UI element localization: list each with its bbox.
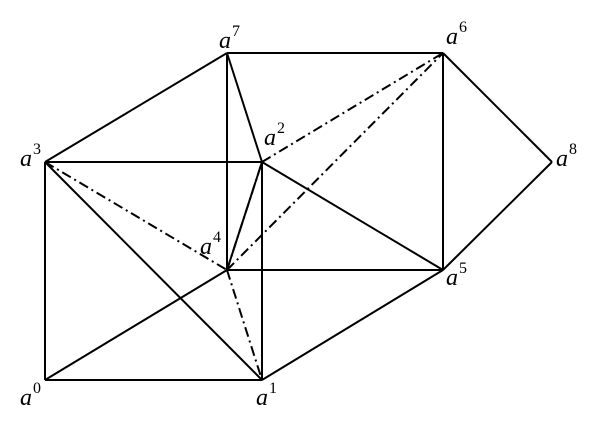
- vertex-label-a4: a4: [200, 229, 221, 260]
- dashdot-edge-a2-a6: [261, 52, 444, 163]
- edge-a3-a7: [44, 52, 228, 163]
- edge-a5-a8: [442, 161, 553, 271]
- edge-a1-a5: [261, 269, 444, 381]
- vertex-label-superscript: 8: [569, 141, 577, 158]
- vertex-label-a5: a5: [446, 260, 467, 291]
- vertex-label-superscript: 5: [459, 260, 467, 277]
- vertex-label-superscript: 6: [459, 19, 467, 36]
- vertex-label-base: a: [219, 28, 231, 54]
- dashdot-edge-a4-a2: [226, 161, 263, 271]
- vertex-label-base: a: [200, 234, 212, 260]
- edge-a3-a1: [44, 161, 263, 381]
- vertex-label-base: a: [20, 385, 32, 411]
- vertex-label-superscript: 0: [33, 380, 41, 397]
- vertex-label-a3: a3: [20, 141, 41, 172]
- vertex-label-base: a: [264, 125, 276, 151]
- vertex-label-a6: a6: [446, 19, 467, 50]
- edge-a0-a4: [44, 269, 228, 381]
- vertex-label-base: a: [20, 146, 32, 172]
- dashdot-edge-a3-a4: [44, 161, 228, 271]
- vertex-label-superscript: 3: [33, 141, 41, 158]
- edge-a2-a5: [261, 161, 444, 271]
- edge-a6-a8: [442, 52, 553, 163]
- vertex-label-base: a: [556, 146, 568, 172]
- vertex-label-base: a: [446, 265, 458, 291]
- vertex-label-superscript: 2: [277, 120, 285, 137]
- edges-group: [44, 52, 553, 381]
- vertex-label-base: a: [446, 24, 458, 50]
- vertex-label-a8: a8: [556, 141, 577, 172]
- vertex-label-a2: a2: [264, 120, 285, 151]
- vertex-label-superscript: 4: [213, 229, 221, 246]
- vertex-label-superscript: 7: [232, 23, 240, 40]
- vertex-label-a0: a0: [20, 380, 41, 411]
- vertex-label-superscript: 1: [269, 380, 277, 397]
- dashdot-edge-a4-a6: [226, 52, 444, 271]
- vertex-label-a1: a1: [256, 380, 277, 411]
- vertex-label-base: a: [256, 385, 268, 411]
- vertex-label-a7: a7: [219, 23, 240, 54]
- edge-a2-a7: [226, 52, 263, 163]
